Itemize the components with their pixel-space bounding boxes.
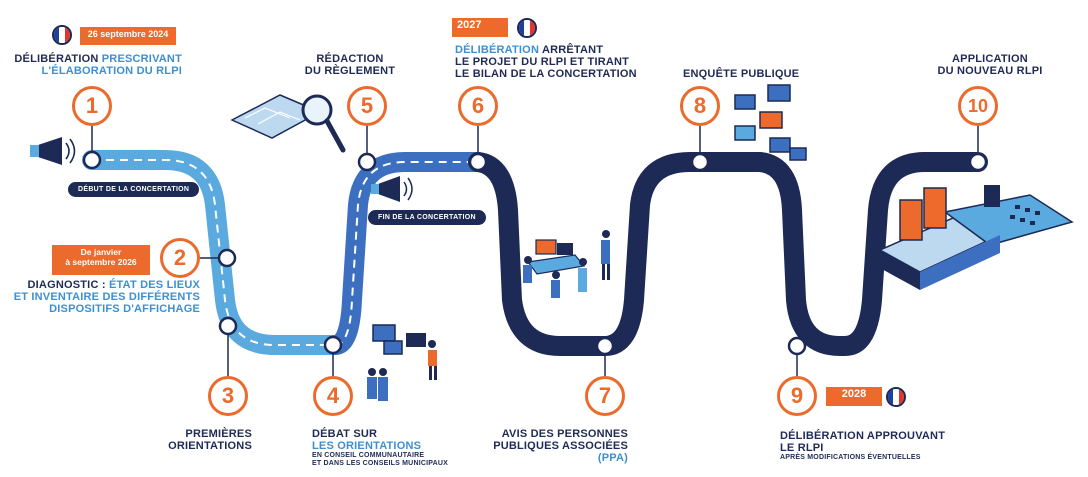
step-3-line1: PREMIÈRES bbox=[185, 428, 252, 440]
step-3-line2: ORIENTATIONS bbox=[168, 440, 252, 452]
step-5-number: 5 bbox=[347, 86, 387, 126]
step-3-label: PREMIÈRES ORIENTATIONS bbox=[150, 428, 252, 452]
step-7-line2: PUBLIQUES ASSOCIÉES bbox=[493, 440, 628, 452]
step-6-date-tag: 2027 bbox=[452, 18, 508, 37]
step-10-number: 10 bbox=[958, 86, 998, 126]
office-people-icon bbox=[523, 230, 610, 298]
megaphone-icon-2 bbox=[371, 176, 413, 202]
step-9-number: 9 bbox=[777, 376, 817, 416]
step-8-label: ENQUÊTE PUBLIQUE bbox=[683, 68, 800, 80]
step-6-number: 6 bbox=[458, 86, 498, 126]
step-9-label: DÉLIBÉRATION APPROUVANT LE RLPi APRÈS MO… bbox=[780, 430, 980, 462]
step-2-date-line2: à septembre 2026 bbox=[65, 256, 137, 267]
step-9-line1: DÉLIBÉRATION APPROUVANT bbox=[780, 430, 946, 442]
step-7-label: AVIS DES PERSONNES PUBLIQUES ASSOCIÉES (… bbox=[470, 428, 628, 464]
step-8-number: 8 bbox=[680, 86, 720, 126]
french-flag-icon-3 bbox=[886, 387, 906, 407]
speech-bubbles-icon bbox=[734, 84, 807, 161]
step-4-number: 4 bbox=[313, 376, 353, 416]
step-2-label: DIAGNOSTIC : ÉTAT DES LIEUX ET INVENTAIR… bbox=[10, 279, 200, 315]
start-concertation-pill: DÉBUT DE LA CONCERTATION bbox=[68, 182, 200, 197]
step-1-label: DÉLIBÉRATION PRESCRIVANT L'ÉLABORATION D… bbox=[10, 53, 182, 77]
step-5-line2: DU RÈGLEMENT bbox=[304, 65, 396, 77]
step-4-accent: LES ORIENTATIONS bbox=[312, 440, 422, 452]
megaphone-icon bbox=[30, 137, 76, 165]
step-9-date-tag: 2028 bbox=[826, 387, 882, 406]
city-map-icon bbox=[878, 185, 1074, 290]
step-9-line2: LE RLPi bbox=[780, 442, 824, 454]
step-2-title: DIAGNOSTIC : bbox=[27, 279, 106, 291]
step-3-number: 3 bbox=[208, 376, 248, 416]
step-1-date-tag: 26 septembre 2024 bbox=[80, 27, 176, 45]
step-2-number: 2 bbox=[160, 238, 200, 278]
people-icon bbox=[367, 324, 437, 401]
step-1-title: DÉLIBÉRATION bbox=[14, 53, 99, 65]
step-6-title: DÉLIBÉRATION bbox=[455, 44, 540, 56]
road-segment-3 bbox=[468, 152, 988, 356]
french-flag-icon bbox=[52, 25, 72, 45]
end-concertation-pill: FIN DE LA CONCERTATION bbox=[368, 210, 486, 225]
step-9-sub1: APRÈS MODIFICATIONS ÉVENTUELLES bbox=[780, 454, 921, 461]
step-1-accent: PRESCRIVANT L'ÉLABORATION DU RLPi bbox=[41, 53, 182, 77]
step-4-sub1: EN CONSEIL COMMUNAUTAIRE bbox=[312, 452, 425, 459]
step-6-line2: LE PROJET DU RLPi ET TIRANT bbox=[455, 56, 630, 68]
french-flag-icon-2 bbox=[517, 18, 537, 38]
step-5-line1: RÉDACTION bbox=[316, 53, 384, 65]
step-7-number: 7 bbox=[585, 376, 625, 416]
step-10-line1: APPLICATION bbox=[952, 53, 1028, 65]
step-4-line1: DÉBAT SUR bbox=[312, 428, 378, 440]
step-7-line1: AVIS DES PERSONNES bbox=[501, 428, 628, 440]
road-dash-2 bbox=[334, 161, 478, 346]
step-10-line2: DU NOUVEAU RLPi bbox=[937, 65, 1043, 77]
step-6-line3: LE BILAN DE LA CONCERTATION bbox=[455, 68, 637, 80]
step-1-number: 1 bbox=[72, 86, 112, 126]
step-4-label: DÉBAT SUR LES ORIENTATIONS EN CONSEIL CO… bbox=[312, 428, 482, 468]
connector-stems bbox=[91, 122, 979, 376]
step-2-date-tag: De janvier à septembre 2026 bbox=[52, 245, 150, 275]
junction-dots bbox=[82, 150, 988, 356]
step-10-label: APPLICATION DU NOUVEAU RLPi bbox=[930, 53, 1050, 77]
step-6-accent: ARRÊTANT bbox=[541, 44, 604, 56]
step-2-date-line1: De janvier bbox=[80, 247, 122, 257]
step-4-sub2: ET DANS LES CONSEILS MUNICIPAUX bbox=[312, 460, 448, 467]
magnifier-map-icon bbox=[230, 94, 346, 153]
step-6-label: DÉLIBÉRATION ARRÊTANT LE PROJET DU RLPi … bbox=[455, 44, 655, 80]
step-5-label: RÉDACTION DU RÈGLEMENT bbox=[300, 53, 400, 77]
step-7-accent: (PPA) bbox=[597, 452, 628, 464]
step-2-accent: ÉTAT DES LIEUX ET INVENTAIRE DES DIFFÉRE… bbox=[13, 279, 200, 315]
